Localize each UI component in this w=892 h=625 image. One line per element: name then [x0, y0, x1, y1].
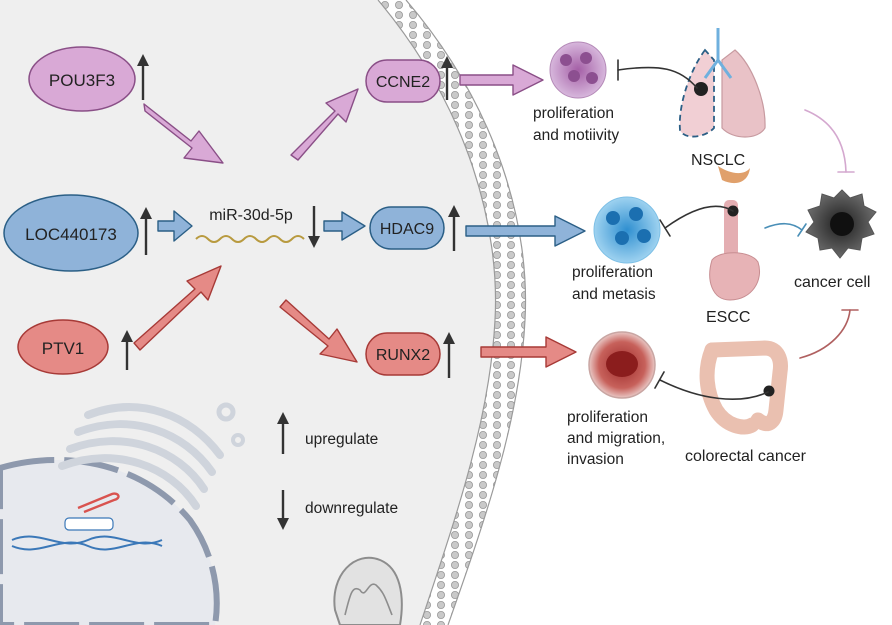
arrow-mirna-to-runx2 [279, 299, 358, 363]
nsclc-effect-line2: and motiivity [533, 127, 619, 144]
down-arrow-mirna-icon [308, 206, 320, 248]
nucleus-icon [0, 456, 220, 625]
arrow-ptv1-to-mirna [133, 265, 222, 351]
golgi-icon [58, 402, 245, 510]
legend-down-label: downregulate [305, 500, 398, 517]
mirna-label: miR-30d-5p [209, 207, 293, 224]
target-runx2: RUNX2 [365, 332, 441, 376]
inhibit-nsclc [617, 66, 698, 89]
ptv1-label: PTV1 [42, 339, 85, 358]
runx2-label: RUNX2 [376, 347, 430, 364]
tumor-escc-icon [593, 196, 661, 264]
up-arrow-runx2-icon [443, 332, 455, 378]
arrow-mirna-to-hdac9 [323, 211, 366, 241]
escc-effect-line1: proliferation [572, 264, 653, 281]
mirna-node: miR-30d-5p [195, 207, 305, 243]
up-arrow-hdac9-icon [448, 205, 460, 251]
tumor-nsclc-icon [549, 41, 607, 99]
target-hdac9: HDAC9 [369, 206, 445, 250]
legend: upregulate downregulate [277, 412, 398, 530]
arrow-pou3f3-to-mirna [143, 103, 224, 164]
hdac9-label: HDAC9 [380, 221, 434, 238]
escc-effect-line2: and metasis [572, 286, 656, 303]
inhibit-escc-to-cancer [764, 222, 803, 231]
mirna-strand-icon [195, 235, 305, 243]
disease-labels: NSCLC ESCC colorectal cancer cancer cell [685, 152, 870, 465]
crc-effect-line3: invasion [567, 451, 624, 468]
legend-up-label: upregulate [305, 431, 378, 448]
crc-effect-line1: proliferation [567, 409, 648, 426]
esophagus-icon [709, 166, 760, 301]
nsclc-label: NSCLC [691, 152, 745, 169]
ccne2-label: CCNE2 [376, 74, 430, 91]
nsclc-effect-line1: proliferation [533, 105, 614, 122]
arrow-ccne2-to-effect [459, 64, 544, 96]
effect-labels: proliferation and motiivity proliferatio… [533, 105, 665, 468]
target-ccne2: CCNE2 [365, 59, 441, 103]
crc-effect-line2: and migration, [567, 430, 665, 447]
up-arrow-ccne2-icon [441, 56, 453, 100]
cell-membrane [378, 0, 526, 625]
tumor-crc-icon [588, 331, 656, 399]
inhibit-lung-to-cancer [804, 109, 847, 173]
regulator-ptv1: PTV1 [17, 319, 109, 375]
arrow-mirna-to-ccne2 [290, 88, 359, 161]
escc-label: ESCC [706, 309, 750, 326]
inhibit-crc-to-cancer [799, 309, 851, 359]
pathway-arrows [133, 64, 586, 368]
mitochondrion-icon [333, 557, 403, 625]
colon-tumor-marker [763, 385, 775, 397]
cancer-cell-icon [805, 189, 877, 259]
regulator-pou3f3: POU3F3 [28, 46, 136, 112]
up-arrow-pou3f3-icon [137, 54, 149, 100]
cell [0, 0, 527, 625]
legend-down-arrow-icon [277, 490, 289, 530]
loc440173-label: LOC440173 [25, 225, 117, 244]
pou3f3-label: POU3F3 [49, 71, 115, 90]
up-arrow-loc440173-icon [140, 207, 152, 255]
inhibit-escc [664, 205, 734, 229]
inhibition-lines [617, 59, 859, 400]
regulator-loc440173: LOC440173 [3, 194, 139, 272]
arrow-hdac9-to-effect [465, 215, 586, 247]
arrow-runx2-to-effect [480, 336, 577, 368]
regulation-indicators [121, 54, 460, 378]
colon-icon [699, 340, 788, 435]
crc-label: colorectal cancer [685, 448, 807, 465]
up-arrow-ptv1-icon [121, 330, 133, 370]
legend-up-arrow-icon [277, 412, 289, 454]
lungs-icon [678, 28, 766, 138]
cancer-cell-label: cancer cell [794, 274, 870, 291]
arrow-loc440173-to-mirna [157, 210, 193, 242]
inhibit-crc [659, 379, 769, 400]
